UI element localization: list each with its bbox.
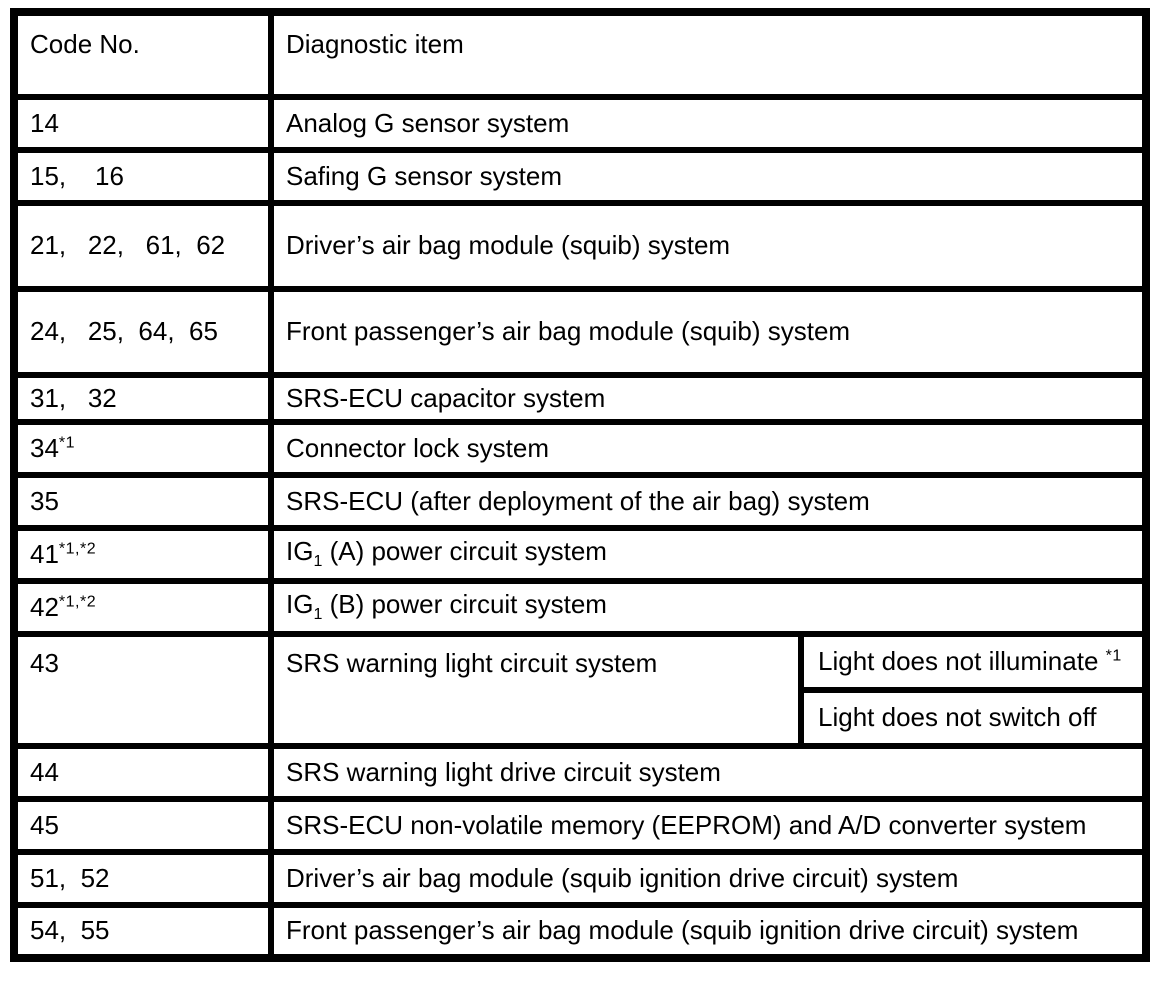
item-cell: SRS-ECU capacitor system (267, 372, 1150, 425)
footnote-marker: *1 (58, 433, 76, 451)
table-row: 24, 25, 64, 65 Front passenger’s air bag… (11, 286, 1150, 378)
item-text: (B) power circuit system (322, 589, 607, 620)
code-cell: 44 (11, 743, 274, 802)
footnote-marker: *1,*2 (58, 539, 97, 557)
code-cell: 51, 52 (11, 849, 274, 908)
code-cell: 45 (11, 796, 274, 855)
table-row: 31, 32 SRS-ECU capacitor system (11, 372, 1150, 425)
condition-text: Light does not switch off (818, 702, 1097, 733)
code-cell: 21, 22, 61, 62 (11, 200, 274, 292)
item-text: (A) power circuit system (322, 536, 607, 567)
item-cell: IG1 (B) power circuit system (267, 578, 1150, 637)
table-row: 35 SRS-ECU (after deployment of the air … (11, 472, 1150, 531)
table-row: 45 SRS-ECU non-volatile memory (EEPROM) … (11, 796, 1150, 855)
item-cell: SRS-ECU non-volatile memory (EEPROM) and… (267, 796, 1150, 855)
item-cell: Driver’s air bag module (squib) system (267, 200, 1150, 292)
code-cell: 34*1 (11, 419, 274, 478)
condition-cell: Light does not illuminate *1 (797, 631, 1150, 693)
code-cell: 31, 32 (11, 372, 274, 425)
item-cell: Analog G sensor system (267, 94, 1150, 153)
code-cell: 42*1,*2 (11, 578, 274, 637)
footnote-marker: *1,*2 (58, 592, 97, 610)
table-header-row: Code No. Diagnostic item (11, 9, 1150, 100)
table-row: 14 Analog G sensor system (11, 94, 1150, 153)
code-cell: 24, 25, 64, 65 (11, 286, 274, 378)
item-text: IG (286, 589, 314, 620)
diagnostic-item-header-cell: Diagnostic item (267, 9, 1150, 100)
table-row: 42*1,*2 IG1 (B) power circuit system (11, 578, 1150, 637)
item-cell: Driver’s air bag module (squib ignition … (267, 849, 1150, 908)
subscript-text: 1 (313, 606, 323, 624)
table-row: 51, 52 Driver’s air bag module (squib ig… (11, 849, 1150, 908)
code-text: 41 (30, 538, 59, 569)
table-row: 41*1,*2 IG1 (A) power circuit system (11, 525, 1150, 584)
condition-text: Light does not illuminate (818, 646, 1106, 677)
item-cell: Safing G sensor system (267, 147, 1150, 206)
table-row: 54, 55 Front passenger’s air bag module … (11, 902, 1150, 961)
item-cell: SRS warning light drive circuit system (267, 743, 1150, 802)
table-row: Light does not switch off (14, 687, 1150, 749)
code-cell: 35 (11, 472, 274, 531)
item-cell: SRS warning light circuit system (268, 631, 804, 749)
item-cell: Front passenger’s air bag module (squib)… (267, 286, 1150, 378)
item-cell: Front passenger’s air bag module (squib … (267, 902, 1150, 961)
diagnostic-code-table: Code No. Diagnostic item 14 Analog G sen… (10, 8, 1151, 962)
code-cell: 43 (11, 631, 274, 749)
table-row: 15, 16 Safing G sensor system (11, 147, 1150, 206)
item-text: IG (286, 536, 314, 567)
item-cell: IG1 (A) power circuit system (267, 525, 1150, 584)
code-text: 34 (30, 432, 59, 463)
code-cell: 15, 16 (11, 147, 274, 206)
code-cell: 14 (11, 94, 274, 153)
table-row: 34*1 Connector lock system (11, 419, 1150, 478)
code-text: 42 (30, 591, 59, 622)
code-cell: 41*1,*2 (11, 525, 274, 584)
item-cell: Connector lock system (267, 419, 1150, 478)
code-cell: 54, 55 (11, 902, 274, 961)
item-cell: SRS-ECU (after deployment of the air bag… (267, 472, 1150, 531)
table-row: 43 SRS warning light circuit system Ligh… (11, 631, 1150, 749)
code-no-header-cell: Code No. (11, 9, 274, 100)
footnote-marker: *1 (1105, 647, 1122, 665)
table-row: 44 SRS warning light drive circuit syste… (11, 743, 1150, 802)
table-row: 21, 22, 61, 62 Driver’s air bag module (… (11, 200, 1150, 292)
subscript-text: 1 (313, 553, 323, 571)
condition-cell: Light does not switch off (797, 687, 1150, 749)
